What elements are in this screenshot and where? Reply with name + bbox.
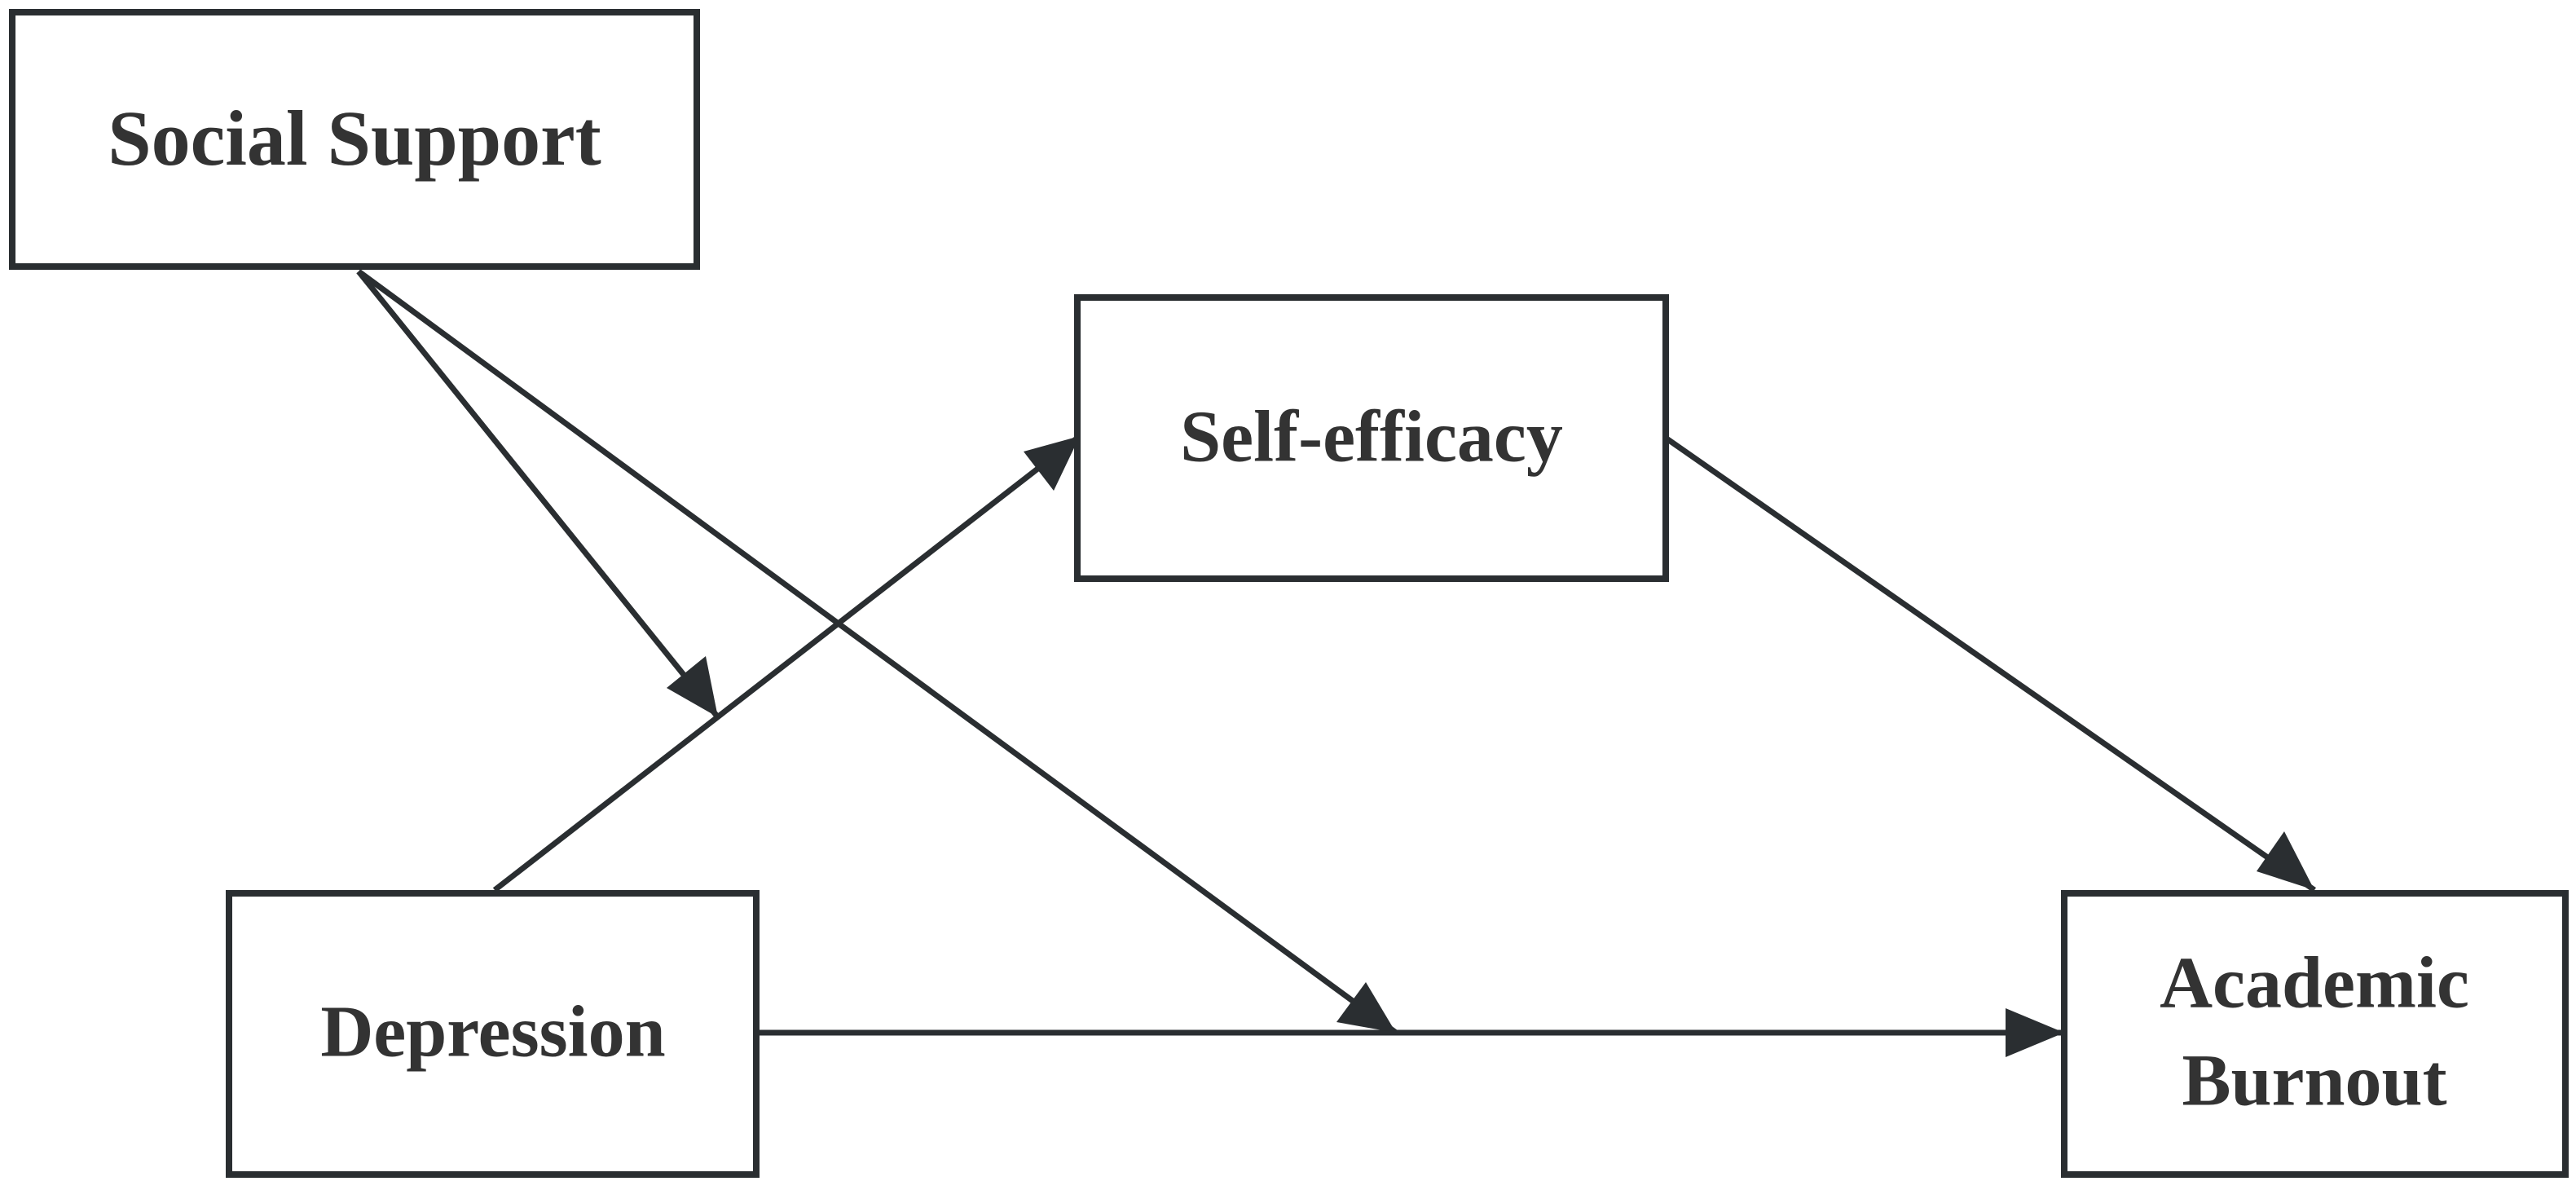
- node-self-efficacy: Self-efficacy: [1074, 294, 1669, 582]
- edge-social-support-moderates-depression-academic-burnout: [356, 269, 1398, 1035]
- node-academic-burnout: Academic Burnout: [2061, 890, 2569, 1178]
- edge-social-support-moderates-depression-self-efficacy: [356, 269, 720, 720]
- arrowhead-social-support-to-depression-path: [667, 656, 718, 717]
- arrowhead-social-support-to-burnout-path: [1336, 982, 1396, 1033]
- node-label-academic-burnout-line1: Academic: [2160, 943, 2469, 1024]
- node-label-academic-burnout-line2: Burnout: [2182, 1041, 2446, 1122]
- node-social-support: Social Support: [9, 9, 700, 270]
- node-label-depression: Depression: [320, 992, 665, 1073]
- node-label-self-efficacy: Self-efficacy: [1180, 397, 1563, 478]
- node-box: [226, 890, 760, 1178]
- arrowheads: [667, 436, 2314, 1057]
- node-box: [9, 9, 700, 270]
- edge-self-efficacy-to-academic-burnout: [1664, 436, 2317, 892]
- node-box: [2061, 890, 2569, 1178]
- edge-depression-to-self-efficacy: [492, 434, 1082, 892]
- arrowhead-depression-to-burnout: [2006, 1008, 2064, 1057]
- node-depression: Depression: [226, 890, 760, 1178]
- arrowhead-self-efficacy-to-burnout: [2257, 831, 2314, 890]
- edges: [356, 269, 2317, 1036]
- arrowhead-depression-to-self-efficacy: [1024, 436, 1080, 491]
- node-box: [1074, 294, 1669, 582]
- node-label-social-support: Social Support: [108, 95, 601, 182]
